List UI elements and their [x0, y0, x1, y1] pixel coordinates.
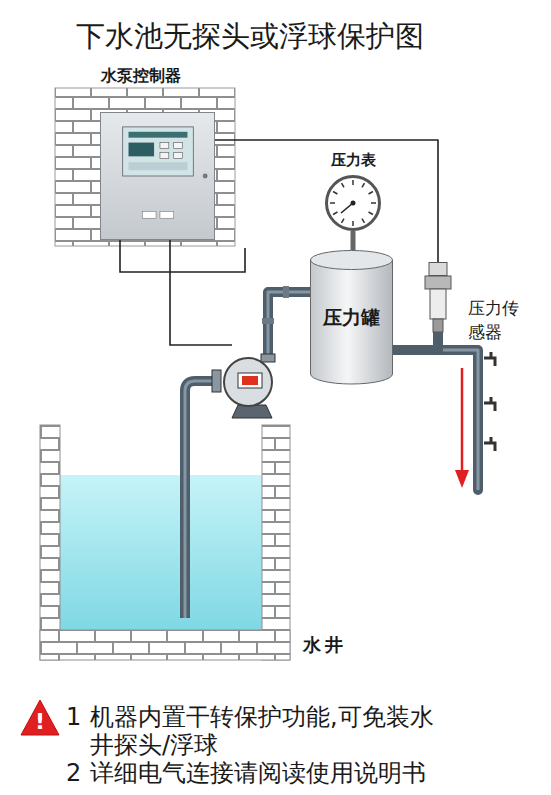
nameplate	[142, 211, 156, 218]
note-number: 1	[66, 703, 81, 731]
controller-box: 水泵控制器	[100, 112, 215, 240]
gauge-tick	[352, 180, 354, 185]
diagram-title: 下水池无探头或浮球保护图	[40, 17, 460, 57]
pipe-highlight	[185, 381, 214, 618]
tank-top	[311, 251, 393, 270]
note-text: 详细电气连接请阅读使用说明书	[90, 759, 490, 787]
gauge-dial	[327, 177, 380, 230]
display-strip	[129, 132, 188, 138]
signal-wire	[215, 140, 438, 262]
sensor-body	[430, 289, 446, 319]
gauge-tick	[362, 183, 365, 187]
tank-label: 压力罐	[310, 305, 393, 331]
gauge-tick	[333, 192, 337, 195]
gauge-tick	[362, 219, 365, 223]
well-water	[60, 475, 262, 630]
water-tap	[484, 352, 495, 451]
gauge-tick	[342, 183, 345, 187]
warning-triangle	[21, 700, 59, 735]
controller-panel	[101, 113, 214, 239]
pipe-flange	[262, 318, 274, 324]
pressure-sensor: 压力传感器	[424, 262, 452, 332]
gauge-tick	[342, 219, 345, 223]
panel-button	[160, 143, 169, 149]
panel-strip	[129, 162, 188, 170]
gauge-face	[325, 175, 381, 231]
panel-button	[174, 143, 183, 149]
gauge-tick	[369, 192, 373, 195]
power-wire	[120, 240, 245, 272]
pipe-highlight	[438, 350, 478, 490]
supply-pipe	[438, 350, 478, 490]
suction-pipe	[185, 381, 214, 618]
lock	[203, 174, 208, 179]
note-number: 2	[66, 759, 81, 787]
flow-arrow-head	[455, 470, 469, 488]
gauge-tick	[371, 202, 376, 204]
pump-base	[232, 405, 272, 418]
sensor-nut	[425, 276, 451, 289]
well-shape	[40, 425, 290, 660]
control-panel	[123, 127, 194, 176]
pump-motor	[242, 376, 258, 385]
well-floor	[40, 630, 290, 660]
gauge-tick	[330, 202, 335, 204]
panel-button	[160, 152, 169, 158]
note-text: 机器内置干转保护功能,可免装水井探头/浮球	[90, 703, 450, 759]
gauge-tick	[352, 221, 354, 226]
gauge-tick	[333, 212, 337, 215]
pipe-flange	[283, 286, 289, 298]
controller-heading: 水泵控制器	[101, 66, 181, 87]
outlet-pipe	[268, 292, 312, 361]
gauge-heading: 压力表	[313, 151, 393, 170]
sensor-plug	[429, 263, 447, 276]
nameplate	[160, 211, 174, 218]
well-heading: 水井	[303, 633, 347, 657]
flow-arrow	[461, 368, 464, 472]
pump-outlet-flange	[261, 354, 275, 362]
well-wall	[262, 425, 290, 660]
panel-button	[174, 152, 183, 158]
pipe-connector	[393, 332, 438, 350]
pipe-highlight	[268, 292, 312, 361]
pump-motor-frame	[238, 373, 262, 388]
sensor-shape	[424, 262, 452, 332]
gauge-tick	[369, 212, 373, 215]
water-well: 水井	[40, 425, 290, 660]
pressure-tank: 压力罐	[310, 250, 393, 385]
sensor-thread	[433, 319, 443, 332]
sensor-heading: 压力传感器	[468, 296, 522, 344]
gauge-pivot	[351, 201, 356, 206]
brick-wall	[55, 88, 235, 246]
display-screen	[129, 143, 155, 157]
gauge-stem	[351, 231, 356, 250]
pump-wire	[170, 240, 232, 345]
pump-inlet-flange	[212, 370, 221, 392]
well-wall	[40, 425, 60, 660]
pressure-gauge: 压力表	[325, 175, 381, 231]
tank-body	[311, 260, 393, 384]
pump-volute	[224, 358, 272, 406]
warning-mark: !	[21, 709, 59, 734]
